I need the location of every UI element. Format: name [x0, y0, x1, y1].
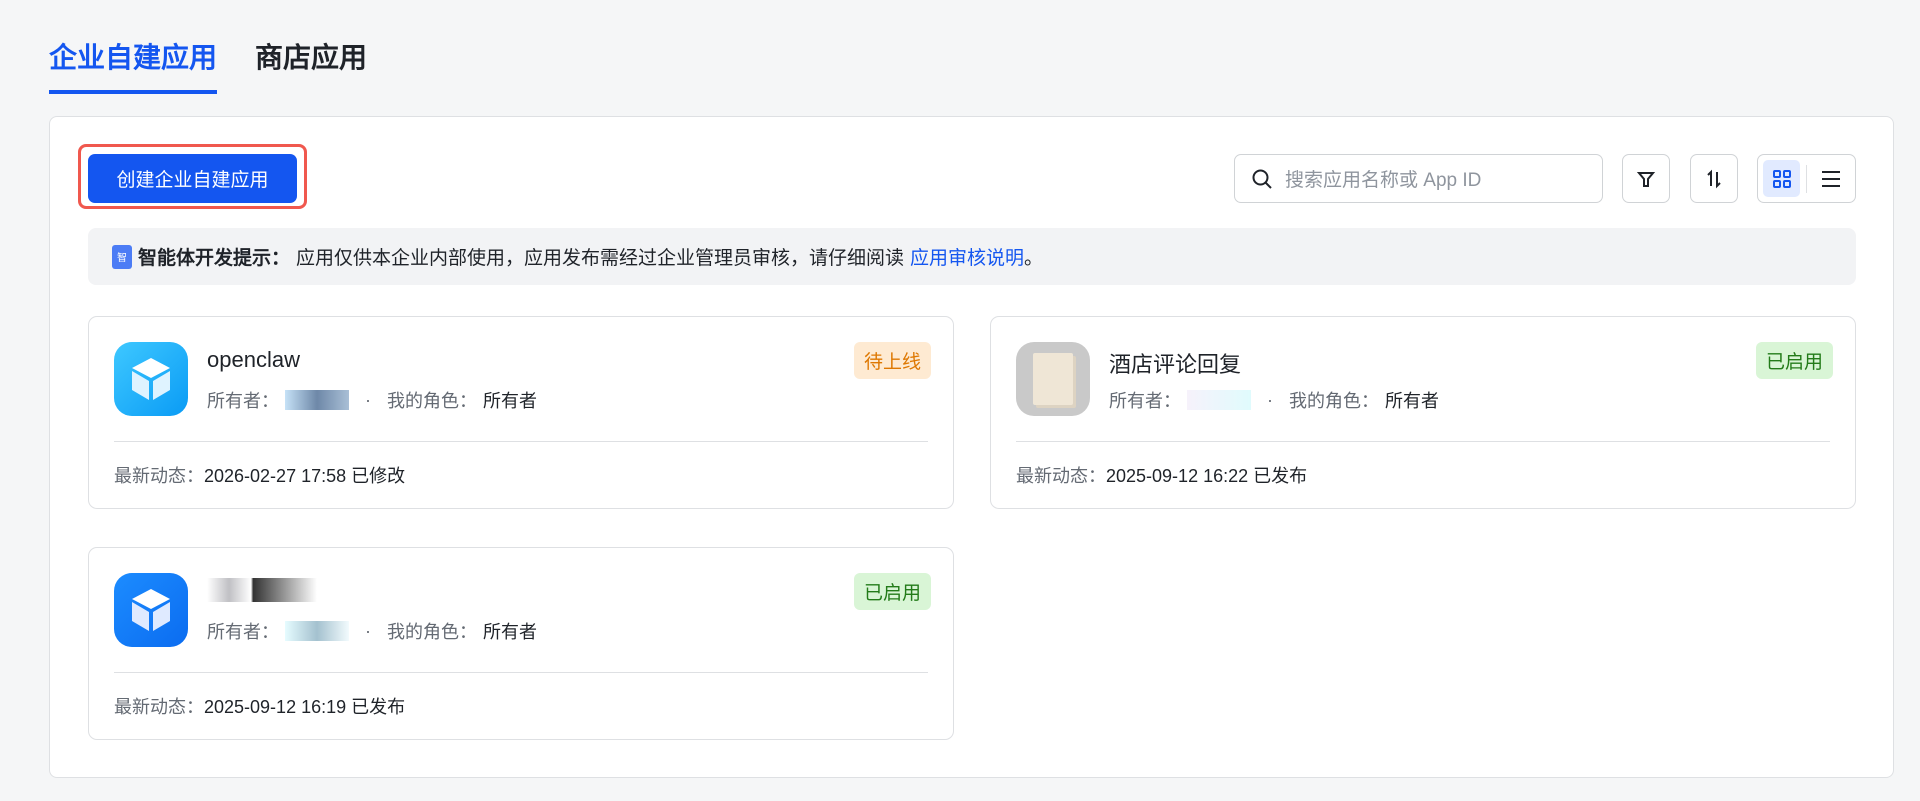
- app-name-redacted: [207, 578, 317, 608]
- search-input[interactable]: 搜索应用名称或 App ID: [1234, 154, 1603, 203]
- search-icon: [1252, 169, 1272, 189]
- owner-redacted: [285, 390, 349, 410]
- notice-end: 。: [1024, 248, 1044, 269]
- filter-button[interactable]: [1622, 154, 1670, 203]
- view-toggle: [1757, 154, 1856, 203]
- dev-notice: 智 智能体开发提示： 应用仅供本企业内部使用，应用发布需经过企业管理员审核，请仔…: [88, 228, 1856, 285]
- tab-store-apps[interactable]: 商店应用: [255, 42, 368, 73]
- owner-label: 所有者：: [1109, 391, 1181, 411]
- role-value: 所有者: [483, 622, 537, 642]
- tab-bar: 企业自建应用 商店应用: [49, 36, 367, 94]
- notice-title: 智能体开发提示：: [138, 248, 291, 269]
- owner-redacted: [285, 621, 349, 641]
- owner-redacted: [1187, 390, 1251, 410]
- role-value: 所有者: [483, 391, 537, 411]
- cube-app-icon: [114, 573, 188, 647]
- app-name: 酒店评论回复: [1109, 352, 1242, 377]
- app-meta: 所有者： · 我的角色： 所有者: [207, 387, 537, 413]
- separator-dot: ·: [365, 620, 371, 641]
- agent-icon: 智: [112, 244, 132, 269]
- separator-dot: ·: [1267, 389, 1273, 410]
- role-value: 所有者: [1385, 391, 1439, 411]
- app-card-hotel-review[interactable]: 酒店评论回复 所有者： · 我的角色： 所有者 已启用 最新动态：2025-09-…: [990, 316, 1856, 509]
- latest-label: 最新动态：: [114, 697, 204, 717]
- owner-label: 所有者：: [207, 622, 279, 642]
- latest-activity: 最新动态：2025-09-12 16:19 已发布: [114, 693, 405, 719]
- latest-activity: 最新动态：2026-02-27 17:58 已修改: [114, 462, 405, 488]
- role-label: 我的角色：: [387, 622, 477, 642]
- grid-icon: [1772, 169, 1791, 188]
- role-label: 我的角色：: [1289, 391, 1379, 411]
- list-icon: [1822, 170, 1841, 187]
- latest-value: 2026-02-27 17:58 已修改: [204, 466, 406, 486]
- latest-label: 最新动态：: [114, 466, 204, 486]
- card-divider: [114, 441, 928, 442]
- tab-enterprise-apps[interactable]: 企业自建应用: [49, 36, 218, 94]
- sort-button[interactable]: [1690, 154, 1738, 203]
- grid-view-button[interactable]: [1763, 160, 1801, 197]
- app-meta: 所有者： · 我的角色： 所有者: [207, 618, 537, 644]
- latest-value: 2025-09-12 16:22 已发布: [1106, 466, 1308, 486]
- highlight-outline: [78, 144, 307, 209]
- status-badge: 已启用: [853, 573, 931, 610]
- app-meta: 所有者： · 我的角色： 所有者: [1109, 387, 1439, 413]
- document-app-icon: [1016, 342, 1090, 416]
- search-placeholder: 搜索应用名称或 App ID: [1285, 170, 1482, 191]
- status-badge: 待上线: [853, 342, 931, 379]
- latest-activity: 最新动态：2025-09-12 16:22 已发布: [1016, 462, 1307, 488]
- apps-panel: 创建企业自建应用 搜索应用名称或 App ID 智 智能体开发提示： 应用仅供本…: [49, 116, 1894, 778]
- latest-label: 最新动态：: [1016, 466, 1106, 486]
- view-divider: [1806, 164, 1807, 193]
- app-card-redacted[interactable]: 所有者： · 我的角色： 所有者 已启用 最新动态：2025-09-12 16:1…: [88, 547, 954, 740]
- filter-icon: [1636, 171, 1656, 187]
- app-card-openclaw[interactable]: openclaw 所有者： · 我的角色： 所有者 待上线 最新动态：2026-0…: [88, 316, 954, 509]
- card-divider: [1016, 441, 1830, 442]
- cube-app-icon: [114, 342, 188, 416]
- latest-value: 2025-09-12 16:19 已发布: [204, 697, 406, 717]
- card-divider: [114, 672, 928, 673]
- status-badge: 已启用: [1755, 342, 1833, 379]
- notice-text: 应用仅供本企业内部使用，应用发布需经过企业管理员审核，请仔细阅读: [296, 248, 905, 269]
- separator-dot: ·: [365, 389, 371, 410]
- review-guide-link[interactable]: 应用审核说明: [910, 248, 1025, 269]
- owner-label: 所有者：: [207, 391, 279, 411]
- list-view-button[interactable]: [1813, 160, 1850, 197]
- app-name: openclaw: [207, 347, 300, 372]
- role-label: 我的角色：: [387, 391, 477, 411]
- create-app-button[interactable]: 创建企业自建应用: [88, 154, 297, 203]
- sort-icon: [1707, 169, 1721, 188]
